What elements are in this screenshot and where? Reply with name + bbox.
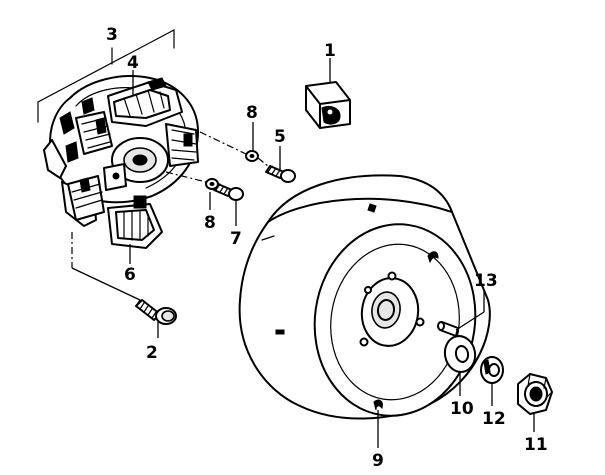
part-2-screw (135, 299, 177, 325)
callout-10: 10 (450, 399, 474, 419)
callout-5: 5 (274, 127, 286, 147)
callout-7: 7 (230, 229, 242, 249)
callout-1: 1 (324, 41, 336, 61)
part-7-screw (213, 183, 244, 201)
callout-8-upper: 8 (246, 103, 258, 123)
callout-13: 13 (474, 271, 498, 291)
callout-9: 9 (372, 451, 384, 471)
part-12-lock-washer (480, 356, 504, 384)
callout-4: 4 (127, 53, 139, 73)
stator-assembly (43, 75, 199, 249)
part-11-nut (517, 373, 553, 415)
callout-labels: 1 2 3 4 5 6 7 8 8 9 10 11 12 13 (106, 25, 548, 471)
part-8-washer-upper (245, 150, 259, 162)
callout-6: 6 (124, 265, 136, 285)
callout-8-lower: 8 (204, 213, 216, 233)
assembly-bracket (37, 29, 175, 123)
flywheel (238, 174, 491, 420)
part-1-bracket (305, 81, 351, 129)
callout-2: 2 (146, 343, 158, 363)
callout-12: 12 (482, 409, 506, 429)
callout-11: 11 (524, 435, 548, 455)
part-8-washer-lower (205, 178, 219, 190)
leader-lines (129, 58, 535, 448)
part-5-screw (265, 165, 296, 183)
callout-3: 3 (106, 25, 118, 45)
part-10-washer (443, 335, 477, 373)
alignment-lines (71, 131, 269, 301)
